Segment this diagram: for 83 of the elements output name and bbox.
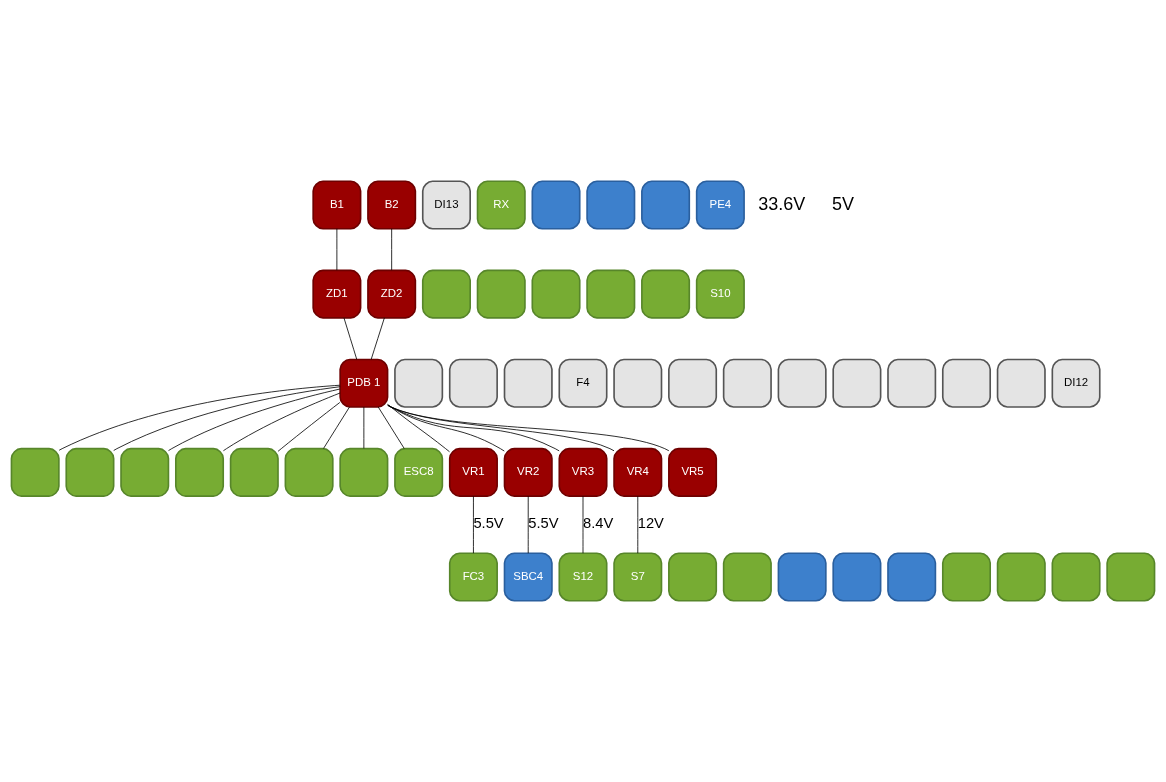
- node-box: ESC8: [394, 447, 444, 497]
- node-box: [531, 180, 581, 230]
- connector: [363, 406, 365, 449]
- connector: [387, 405, 670, 452]
- node-box: [284, 447, 334, 497]
- node-box: VR1: [448, 447, 498, 497]
- node-box: [668, 358, 718, 408]
- connector: [582, 495, 584, 554]
- connector: [113, 386, 341, 451]
- node-box: [1051, 552, 1101, 602]
- connector: [168, 388, 341, 451]
- node-box: VR2: [503, 447, 553, 497]
- label: 5V: [832, 193, 855, 214]
- node-box: S12: [558, 552, 608, 602]
- node-box: [10, 447, 60, 497]
- node-box: [722, 552, 772, 602]
- edge-label: 5.5V: [528, 515, 559, 532]
- node-box: DI13: [421, 180, 471, 230]
- node-box: B1: [312, 180, 362, 230]
- node-box: ZD2: [367, 269, 417, 319]
- node-box: RX: [476, 180, 526, 230]
- node-box: [586, 269, 636, 319]
- node-box: [996, 358, 1046, 408]
- node-box: S7: [613, 552, 663, 602]
- connector: [527, 495, 529, 554]
- node-box: PE4: [695, 180, 745, 230]
- connector: [58, 384, 341, 451]
- node-box: [887, 552, 937, 602]
- node-box: [175, 447, 225, 497]
- node-box: S10: [695, 269, 745, 319]
- node-box: [777, 358, 827, 408]
- connector: [387, 404, 560, 452]
- connector: [370, 317, 385, 360]
- node-box: [613, 358, 663, 408]
- node-box: [65, 447, 115, 497]
- node-box: [339, 447, 389, 497]
- node-box: [586, 180, 636, 230]
- node-box: [421, 269, 471, 319]
- node-box: [641, 180, 691, 230]
- connector: [387, 404, 615, 452]
- connector: [343, 317, 358, 360]
- label: 33.6V: [758, 193, 806, 214]
- node-box: [832, 358, 882, 408]
- node-box: PDB 1: [339, 358, 389, 408]
- node-box: [777, 552, 827, 602]
- connector: [277, 402, 341, 452]
- node-box: [887, 358, 937, 408]
- connector: [223, 392, 341, 452]
- node-box: [229, 447, 279, 497]
- node-box: [832, 552, 882, 602]
- node-box: [531, 269, 581, 319]
- connector: [391, 228, 393, 271]
- node-box: VR3: [558, 447, 608, 497]
- node-box: FC3: [448, 552, 498, 602]
- node-box: [476, 269, 526, 319]
- node-box: [941, 552, 991, 602]
- node-box: DI12: [1051, 358, 1101, 408]
- node-box: VR5: [668, 447, 718, 497]
- node-box: [394, 358, 444, 408]
- node-box: [503, 358, 553, 408]
- node-box: [996, 552, 1046, 602]
- connector: [387, 404, 505, 452]
- connector: [387, 403, 450, 453]
- node-box: [941, 358, 991, 408]
- connector: [336, 228, 338, 271]
- node-box: [120, 447, 170, 497]
- node-box: B2: [367, 180, 417, 230]
- node-box: VR4: [613, 447, 663, 497]
- edge-label: 12V: [637, 515, 664, 532]
- node-box: SBC4: [503, 552, 553, 602]
- node-box: [1106, 552, 1156, 602]
- connector: [473, 495, 474, 554]
- edge-label: 8.4V: [583, 515, 614, 532]
- node-box: F4: [558, 358, 608, 408]
- node-box: [448, 358, 498, 408]
- connector: [377, 406, 405, 449]
- connector: [323, 406, 350, 449]
- edge-label: 5.5V: [473, 515, 504, 532]
- node-box: [722, 358, 772, 408]
- connector: [637, 495, 639, 554]
- node-box: [668, 552, 718, 602]
- node-box: [641, 269, 691, 319]
- node-box: ZD1: [312, 269, 362, 319]
